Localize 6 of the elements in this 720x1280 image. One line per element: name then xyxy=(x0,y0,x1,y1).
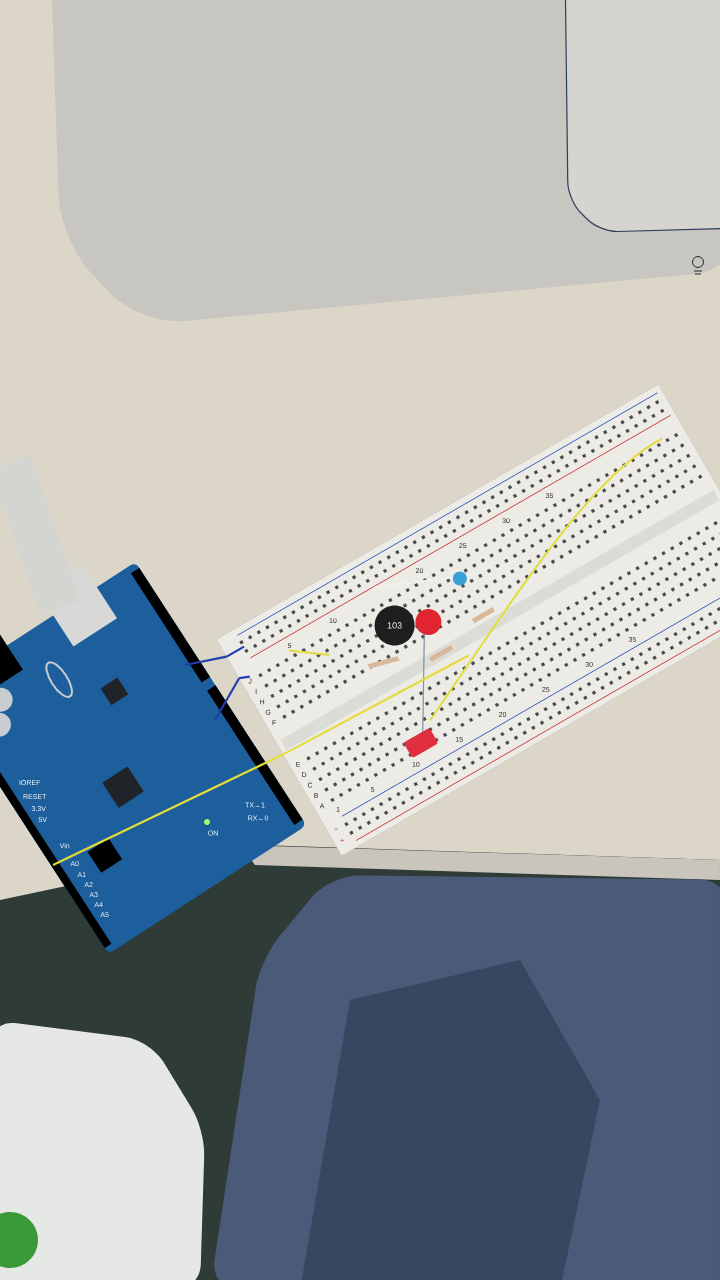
jumper-wire xyxy=(52,753,284,866)
breadboard xyxy=(216,384,720,856)
jumper-wire xyxy=(214,677,241,721)
jumper-wire xyxy=(184,655,227,667)
component-disc: 103 xyxy=(374,605,415,646)
microcontroller-board xyxy=(0,455,303,949)
